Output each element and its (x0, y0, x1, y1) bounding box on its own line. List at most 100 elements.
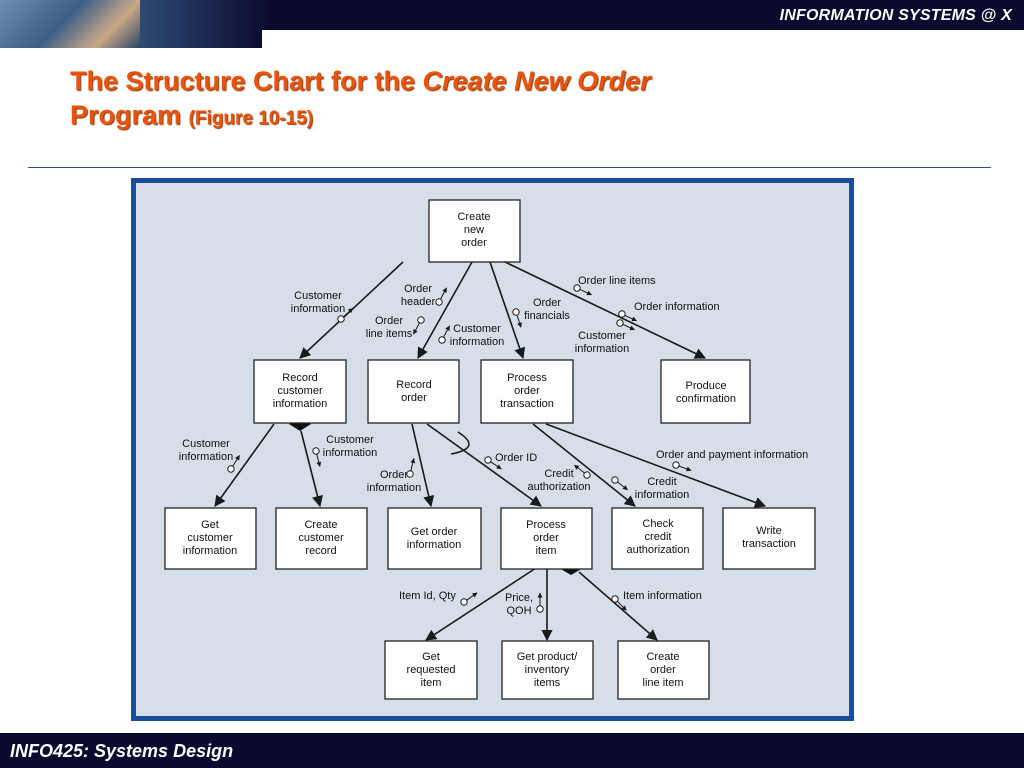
couple-label: Order information (634, 301, 720, 313)
arrow-to-write-transaction (545, 423, 767, 508)
arrow-to-create-line-item (578, 571, 658, 641)
couple-order-id: Order ID (484, 452, 537, 472)
module-box (501, 640, 594, 700)
module-box (367, 359, 460, 424)
module-box (660, 359, 751, 424)
banner-notch (262, 30, 1024, 50)
arrow-to-record-order (417, 261, 473, 359)
module-box (428, 199, 521, 263)
couple-order-line-items-right: Order line items (573, 275, 656, 298)
arrow-to-get-requested-item (425, 567, 537, 641)
couple-label: Order ID (495, 452, 537, 464)
title-italic: Create New Order (422, 66, 651, 96)
footer-course-label: INFO425: Systems Design (10, 741, 234, 761)
couple-order-information-top: Order information (618, 301, 720, 324)
couple-label: Price,QOH (505, 592, 533, 617)
arrow-to-check-credit (532, 423, 636, 507)
arrow-to-get-order-info (411, 423, 435, 508)
couple-price-qoh: Price,QOH (505, 592, 543, 617)
figure-reference: (Figure 10-15) (188, 108, 314, 129)
couple-label: Order line items (578, 275, 656, 287)
module-box (253, 359, 347, 424)
title-line2: Program (70, 100, 189, 130)
handshake-photo (0, 0, 140, 48)
module-box (480, 359, 574, 424)
banner-fade (140, 0, 270, 48)
couple-label: Item information (623, 590, 702, 602)
module-box (617, 640, 710, 700)
title-prefix: The Structure Chart for the (70, 66, 423, 96)
brand-label: INFORMATION SYSTEMS @ X (779, 7, 1012, 24)
bottom-banner (0, 733, 1024, 768)
arrow-to-produce-confirmation (504, 261, 707, 359)
module-box (611, 507, 704, 570)
module-box (722, 507, 816, 570)
connector-lines (214, 261, 767, 642)
couple-label: Order and payment information (656, 449, 808, 461)
loop-symbol (450, 431, 470, 455)
arrow-to-process-transaction (489, 261, 526, 360)
couple-item-id-qty: Item Id, Qty (399, 590, 479, 606)
arrow-to-create-customer-record (300, 430, 323, 508)
module-box (500, 507, 593, 570)
module-box (384, 640, 478, 700)
arrow-to-get-customer-info (214, 423, 275, 507)
couple-label: Item Id, Qty (399, 590, 456, 602)
couple-item-information: Item information (610, 590, 702, 613)
couple-order-and-payment-information: Order and payment information (656, 449, 808, 473)
module-box (275, 507, 368, 570)
module-box (387, 507, 482, 570)
slide-title: The Structure Chart for the Create New O… (70, 64, 651, 136)
arrow-to-process-order-item (426, 423, 542, 507)
module-box (164, 507, 257, 570)
